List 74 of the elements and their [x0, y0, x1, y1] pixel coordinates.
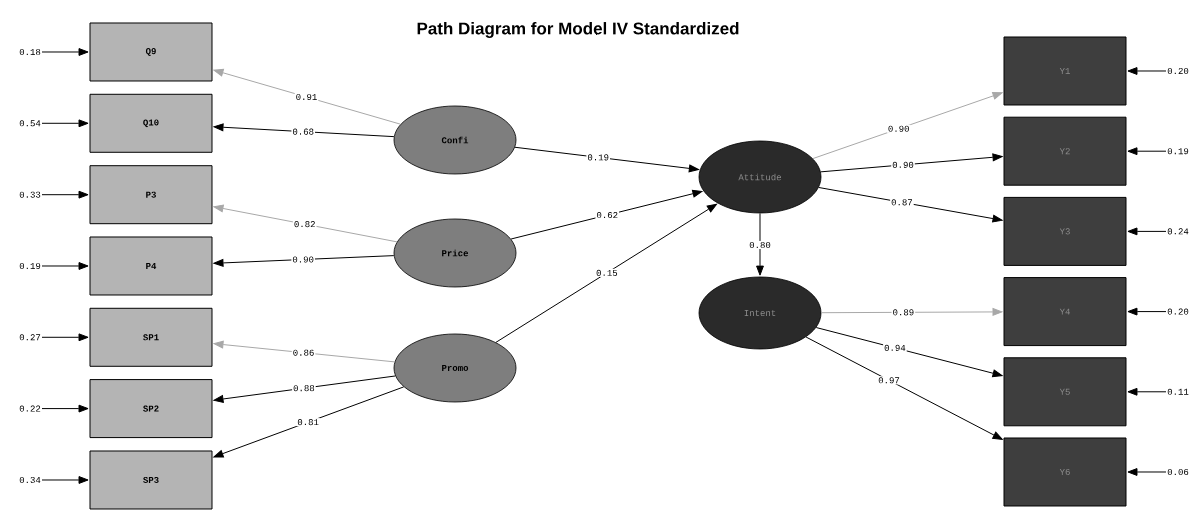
error-value: 0.33: [19, 191, 41, 198]
path-arrow: [514, 146, 699, 173]
error-arrow: [41, 333, 89, 342]
edge-label: 0.80: [748, 240, 772, 250]
indicator-box: Y3: [1003, 196, 1127, 266]
error-arrow: [1127, 387, 1167, 396]
path-arrow: [820, 308, 1003, 316]
edge-label: 0.87: [890, 198, 914, 207]
edge-label: 0.82: [292, 220, 317, 229]
edge-label: 0.91: [294, 92, 319, 102]
indicator-box: SP2: [89, 379, 213, 439]
title: Path Diagram for Model IV Standardized: [417, 22, 739, 38]
path-arrow: [805, 336, 1003, 440]
error-arrow: [41, 190, 89, 199]
indicator-box: P4: [89, 236, 213, 296]
edge-label: 0.89: [891, 308, 916, 317]
error-arrow: [41, 48, 89, 56]
edge-label: 0.90: [886, 124, 911, 133]
path-arrow: [495, 203, 718, 343]
error-value: 0.20: [1167, 308, 1189, 315]
indicator-box: Y4: [1003, 277, 1127, 347]
edge-label: 0.90: [891, 160, 915, 169]
indicator-box: Y2: [1003, 116, 1127, 186]
edge-label: 0.86: [291, 348, 316, 357]
edge-label: 0.62: [595, 211, 620, 220]
error-value: 0.19: [1167, 148, 1189, 155]
indicator-box: P3: [89, 165, 213, 225]
path-arrow: [213, 386, 405, 458]
indicator-box: Q10: [89, 93, 213, 153]
error-value: 0.34: [19, 476, 41, 484]
error-value: 0.19: [19, 262, 41, 270]
error-arrow: [41, 262, 89, 270]
edge-label: 0.68: [291, 127, 315, 136]
indicator-box: SP1: [89, 307, 213, 367]
error-arrow: [1127, 147, 1167, 156]
error-value: 0.22: [19, 405, 41, 412]
error-value: 0.06: [1167, 468, 1189, 476]
edge-label: 0.81: [296, 418, 320, 427]
indicator-box: SP3: [89, 450, 213, 510]
error-arrow: [1127, 67, 1167, 75]
indicator-box: Y5: [1003, 357, 1127, 427]
error-value: 0.18: [19, 48, 41, 56]
edge-label: 0.97: [877, 376, 901, 385]
error-arrow: [1127, 227, 1167, 236]
error-arrow: [1127, 468, 1167, 476]
path-arrow: [812, 92, 1003, 160]
path-arrow: [820, 153, 1003, 173]
edge-label: 0.88: [292, 384, 316, 393]
path-arrow: [213, 340, 396, 363]
error-value: 0.24: [1167, 228, 1189, 235]
error-arrow: [41, 119, 89, 128]
error-value: 0.11: [1167, 388, 1189, 395]
edge-label: 0.15: [595, 268, 619, 277]
path-arrow: [213, 375, 396, 403]
edge-label: 0.94: [883, 343, 907, 352]
path-arrow: [213, 255, 395, 267]
indicator-box: Y6: [1003, 437, 1127, 507]
path-arrow: [213, 68, 401, 125]
error-value: 0.20: [1167, 67, 1189, 75]
path-arrow: [818, 187, 1003, 223]
path-arrow: [510, 189, 703, 240]
edge-label: 0.19: [586, 153, 610, 162]
path-arrow: [213, 123, 395, 138]
path-arrow: [213, 204, 398, 243]
indicator-box: Q9: [89, 22, 213, 82]
error-arrow: [41, 476, 89, 484]
error-arrow: [1127, 307, 1167, 316]
indicator-box: Y1: [1003, 36, 1127, 106]
path-arrow: [756, 212, 764, 276]
edge-label: 0.90: [291, 255, 315, 264]
error-value: 0.54: [19, 120, 41, 127]
path-arrow: [815, 327, 1003, 378]
error-value: 0.27: [19, 334, 41, 341]
error-arrow: [41, 404, 89, 413]
